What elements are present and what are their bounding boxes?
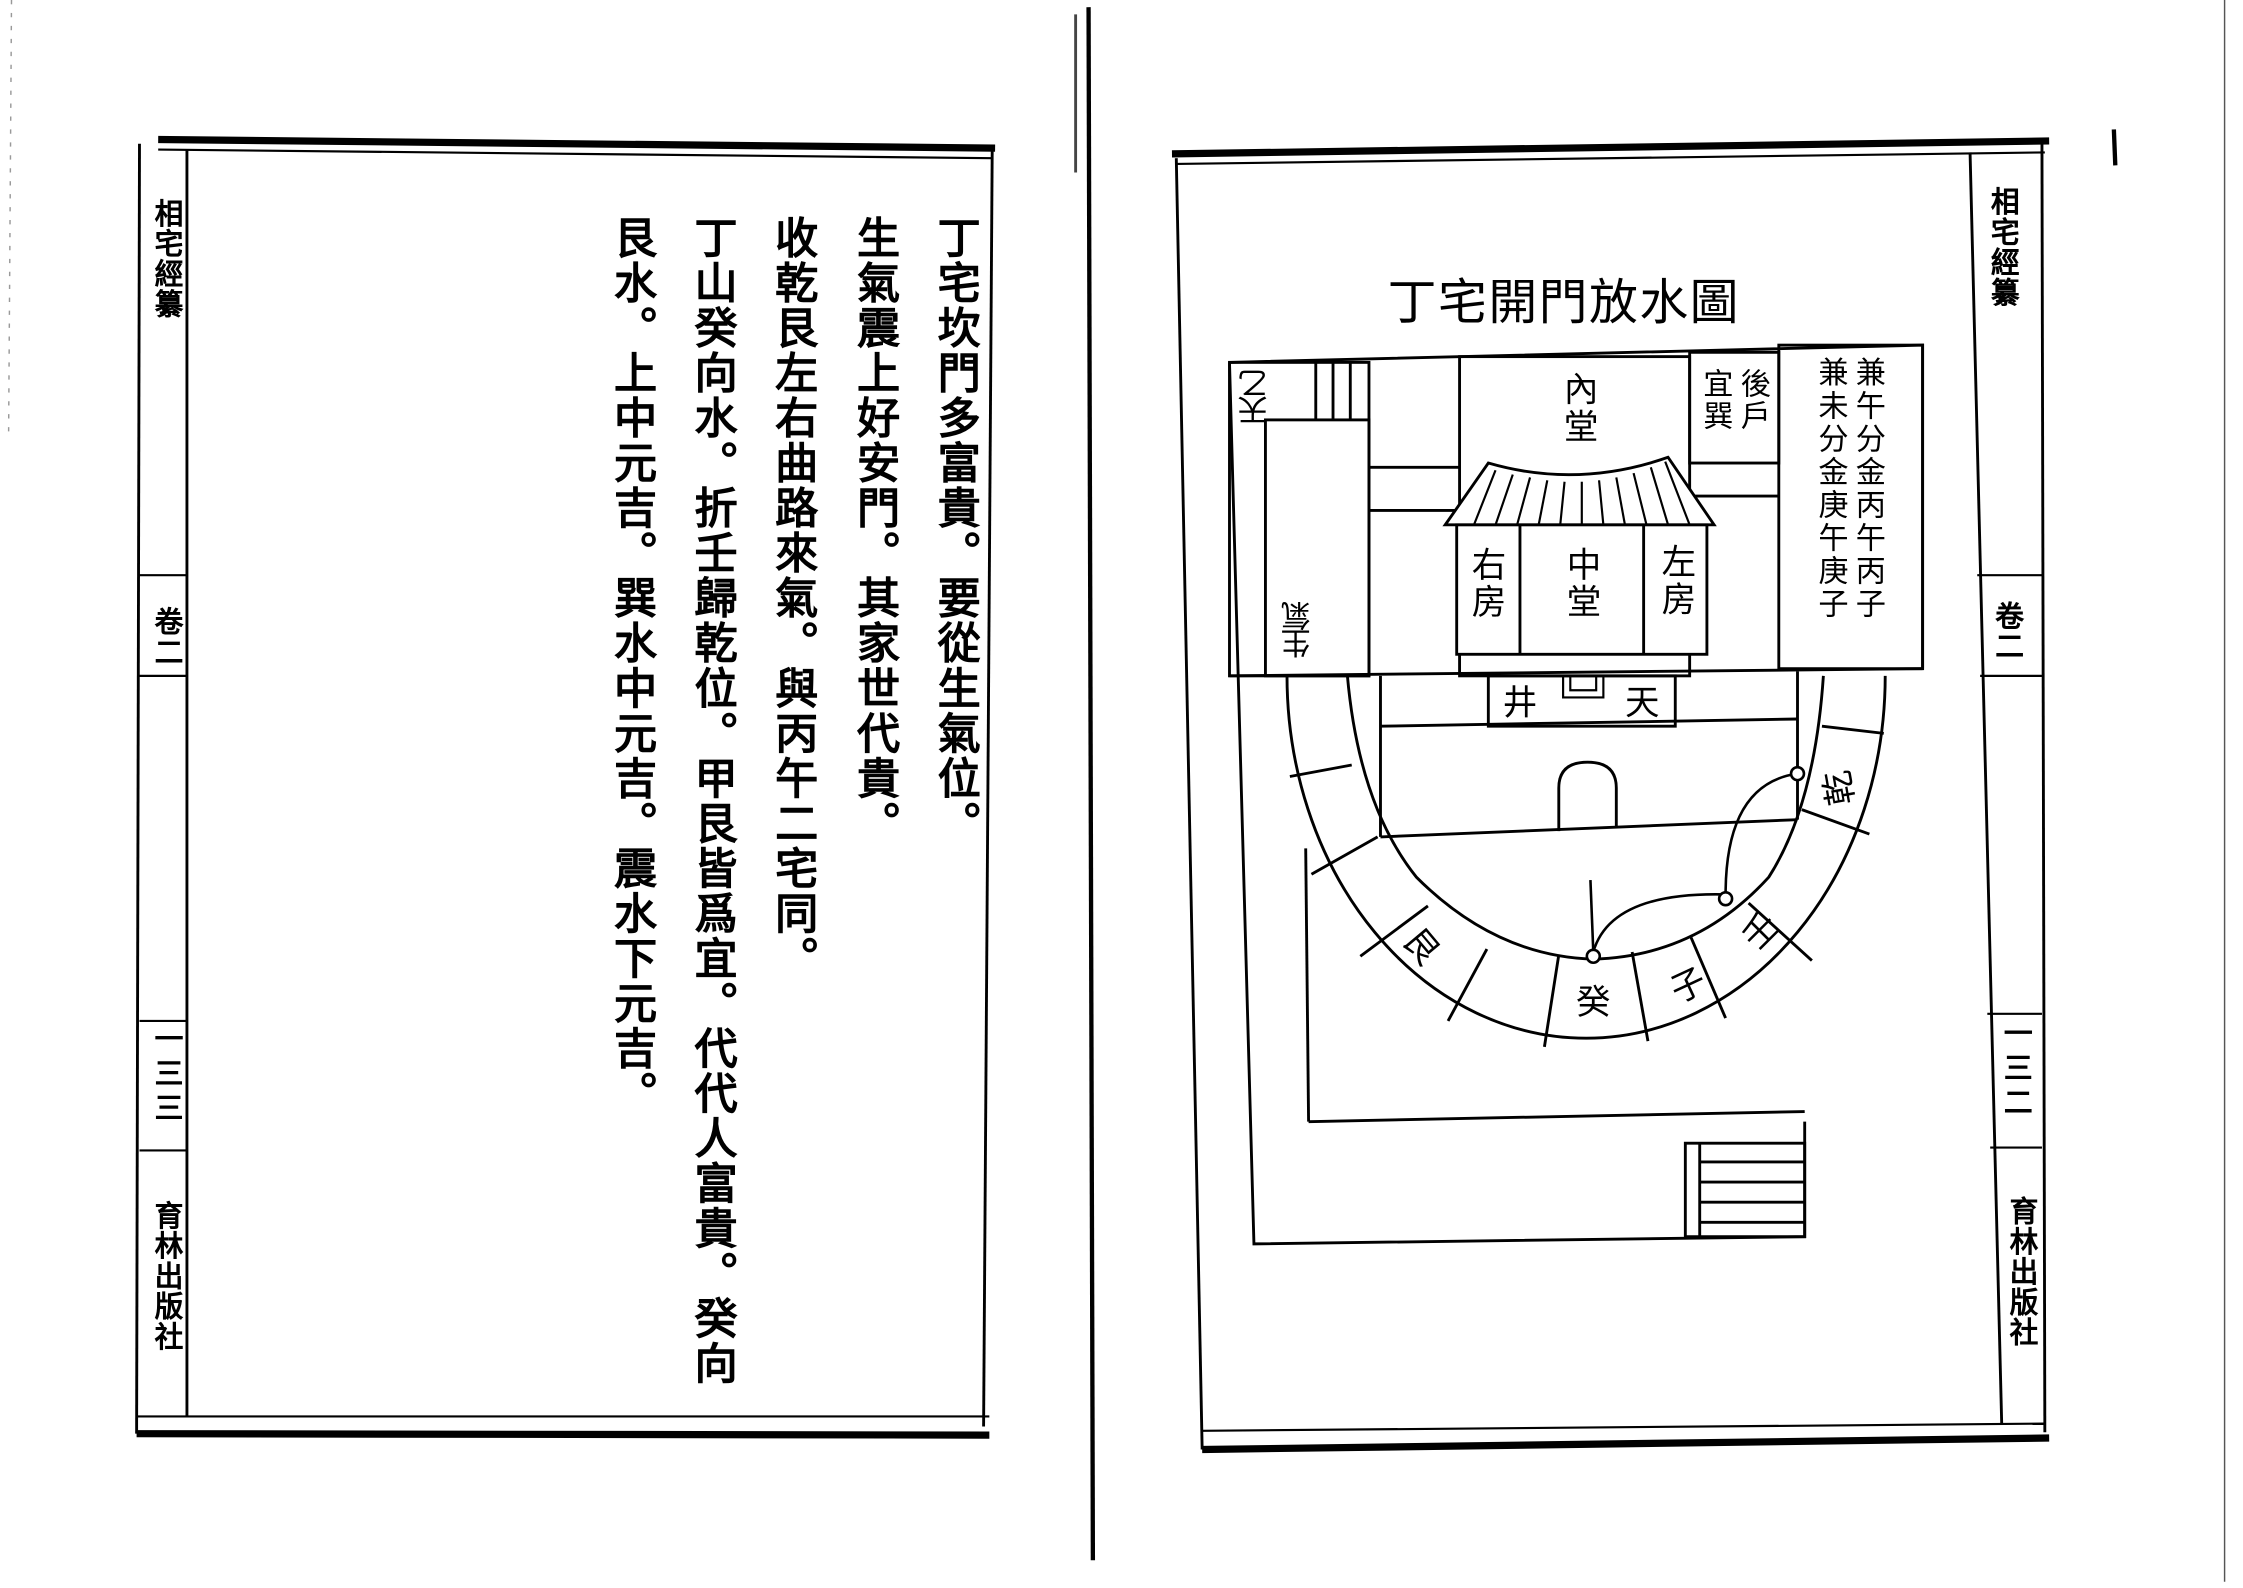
water-flow-path [1585,765,1806,965]
roof-rafters [1472,461,1691,526]
left-book-title: 相宅經纂 [149,198,185,320]
right-book-title: 相宅經纂 [1985,186,2021,308]
stairs-top-icon [1314,362,1352,420]
label-yi-xun: 宜巽 [1699,368,1735,432]
left-page-number: 一三三 [149,1023,185,1128]
ring-label-qian: 乾 [1816,764,1863,809]
left-volume: 卷二 [149,606,185,668]
text-column-4: 丁山癸向水。折壬歸乾位。甲艮皆爲宜。代代人富貴。癸向 [685,215,737,1386]
label-jing: 井 [1502,683,1541,724]
label-fenjin-1: 兼午分金丙午丙子 [1852,356,1887,622]
text-column-5: 艮水。上中元吉。巽水中元吉。震水下元吉。 [605,215,656,1116]
ring-label-gui: 癸 [1576,982,1614,1023]
label-nei-tang: 內堂 [1557,371,1598,446]
compass-ring-outer [1285,675,1887,1040]
label-fenjin-2: 兼未分金庚午庚子 [1814,356,1850,622]
rooms-row [1455,523,1709,656]
fenjin-box [1777,343,1925,671]
text-column-3: 收乾艮左右曲路來氣。與丙午二宅同。 [766,215,817,981]
roof-icon [1442,455,1717,527]
right-volume: 卷二 [1990,601,2025,662]
right-publisher: 育林出版社 [2004,1196,2040,1348]
text-column-1: 丁宅坎門多富貴。要從生氣位。 [928,215,980,846]
text-column-2: 生氣震上好安門。其家世代貴。 [848,215,899,846]
house-diagram [1228,343,1925,1246]
label-sheng-qi: 生氣 [1279,603,1315,659]
gutter-shadow [7,0,2226,1582]
right-page-number: 一三二 [1998,1018,2034,1122]
label-tian: 天 [1624,683,1663,724]
label-tian-yi: 天乙 [1236,371,1272,426]
label-zhong-tang: 中堂 [1560,546,1601,622]
stairs-bottom-icon [1683,1141,1807,1239]
label-zuo-fang: 左房 [1655,543,1696,619]
well-icon [1562,675,1605,699]
right-page-frame [1171,137,2050,1454]
left-page-frame [135,135,996,1439]
diagram-title: 丁宅開門放水圖 [1387,274,1740,333]
label-hou-hu: 後戶 [1737,368,1772,432]
label-you-fang: 右房 [1465,546,1506,622]
well-courtyard [1486,674,1677,728]
gate-arch-icon [1557,760,1618,832]
ring-dividers [1289,724,1884,1048]
left-publisher: 育林出版社 [149,1200,185,1352]
